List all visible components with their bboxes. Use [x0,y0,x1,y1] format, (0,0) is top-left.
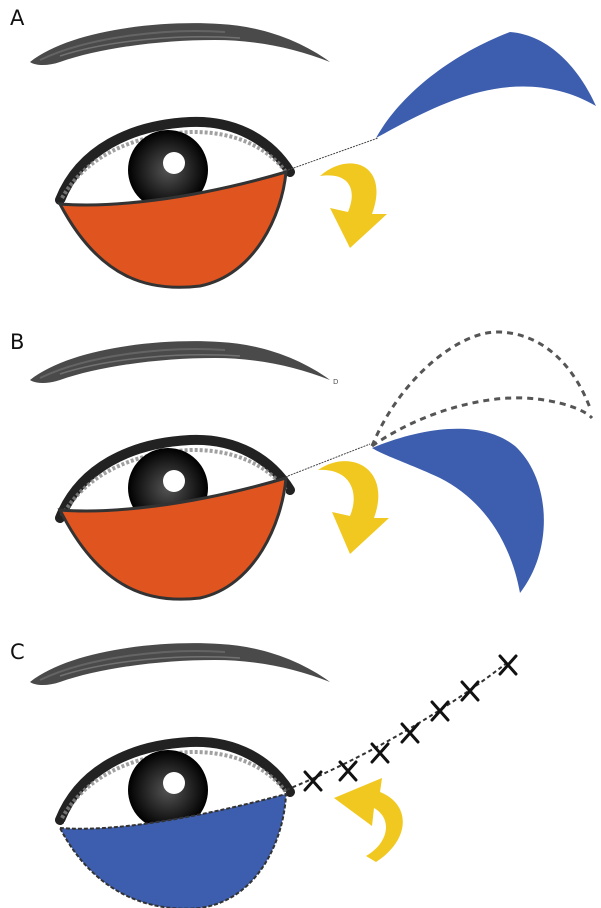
eyebrow-icon [30,23,330,65]
original-flap-outline [372,332,590,446]
suture-marks [305,656,516,790]
suture-x-icon [340,762,356,780]
suture-x-icon [372,744,388,762]
panel-c [30,643,516,908]
panel-a [30,23,596,287]
suture-x-icon [402,724,418,742]
flap [372,429,544,593]
suture-line [286,662,508,790]
suture-x-icon [432,702,448,720]
eyebrow-icon [30,643,330,685]
panel-b [30,332,592,599]
curved-arrow-icon [320,163,387,248]
flap [376,32,596,138]
suture-x-icon [500,656,516,674]
eyebrow-icon [30,341,330,383]
incision-line [288,138,378,170]
curved-arrow-icon [334,778,403,862]
curved-arrow-icon [318,461,389,554]
suture-x-icon [462,682,478,700]
